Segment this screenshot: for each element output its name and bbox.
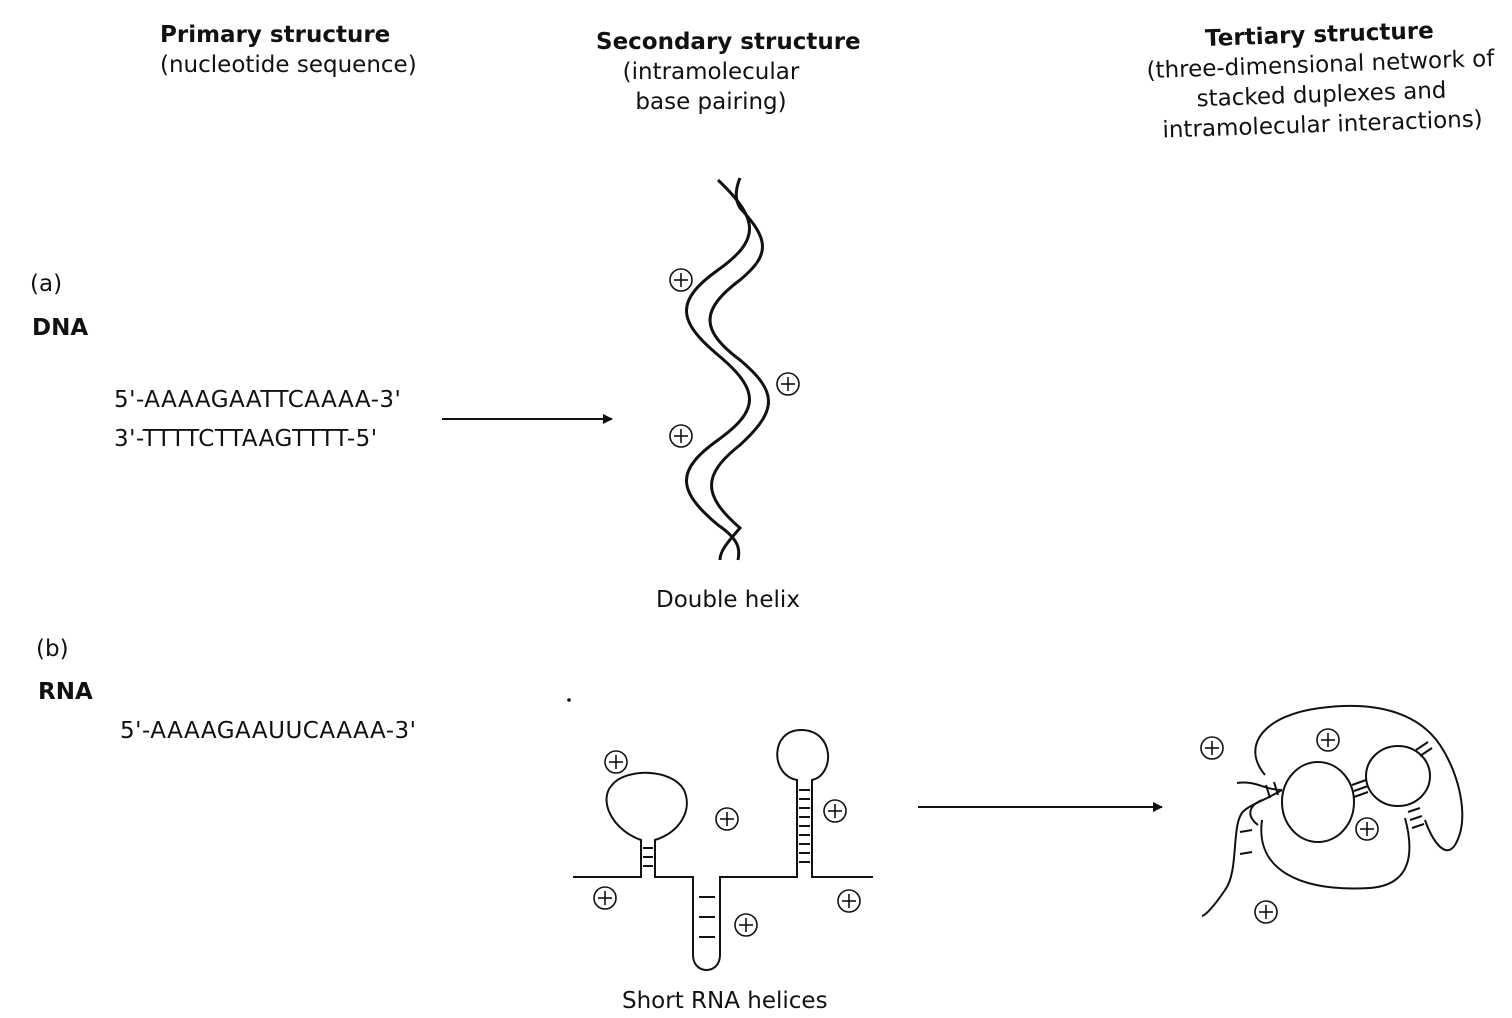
- plus-charge-icon: [1254, 900, 1278, 924]
- double-helix-caption: Double helix: [656, 587, 800, 613]
- dna-strand-top: 5'-AAAAGAATTCAAAA-3': [114, 387, 402, 413]
- plus-charge-icon: [823, 799, 847, 823]
- rna-helices-caption: Short RNA helices: [622, 988, 828, 1014]
- secondary-subtitle-2: base pairing): [635, 89, 787, 115]
- plus-charge-icon: [1355, 817, 1379, 841]
- rna-secondary-structure: [573, 728, 873, 971]
- panel-b-tag: (b): [36, 636, 69, 662]
- plus-charge-icon: [669, 424, 693, 448]
- dna-strand-bottom: 3'-TTTTCTTAAGTTTT-5': [114, 426, 378, 452]
- panel-a-molecule: DNA: [32, 315, 89, 341]
- plus-charge-icon: [837, 889, 861, 913]
- panel-b-molecule: RNA: [38, 679, 93, 705]
- panel-a-tag: (a): [30, 271, 63, 297]
- plus-charge-icon: [776, 372, 800, 396]
- plus-charge-icon: [1200, 736, 1224, 760]
- primary-title: Primary structure: [160, 22, 391, 48]
- rna-tertiary-structure: [1201, 704, 1464, 917]
- secondary-title: Secondary structure: [596, 29, 861, 55]
- stray-dot: [567, 698, 571, 702]
- double-helix: [685, 177, 770, 561]
- plus-charge-icon: [734, 913, 758, 937]
- secondary-structure-header: Secondary structure (intramolecular base…: [596, 27, 861, 117]
- plus-charge-icon: [604, 750, 628, 774]
- secondary-subtitle-1: (intramolecular: [622, 59, 800, 85]
- plus-charge-icon: [715, 807, 739, 831]
- plus-charge-icon: [1316, 728, 1340, 752]
- plus-charge-icon: [669, 268, 693, 292]
- rna-strand: 5'-AAAAGAAUUCAAAA-3': [120, 718, 417, 744]
- plus-charge-icon: [593, 886, 617, 910]
